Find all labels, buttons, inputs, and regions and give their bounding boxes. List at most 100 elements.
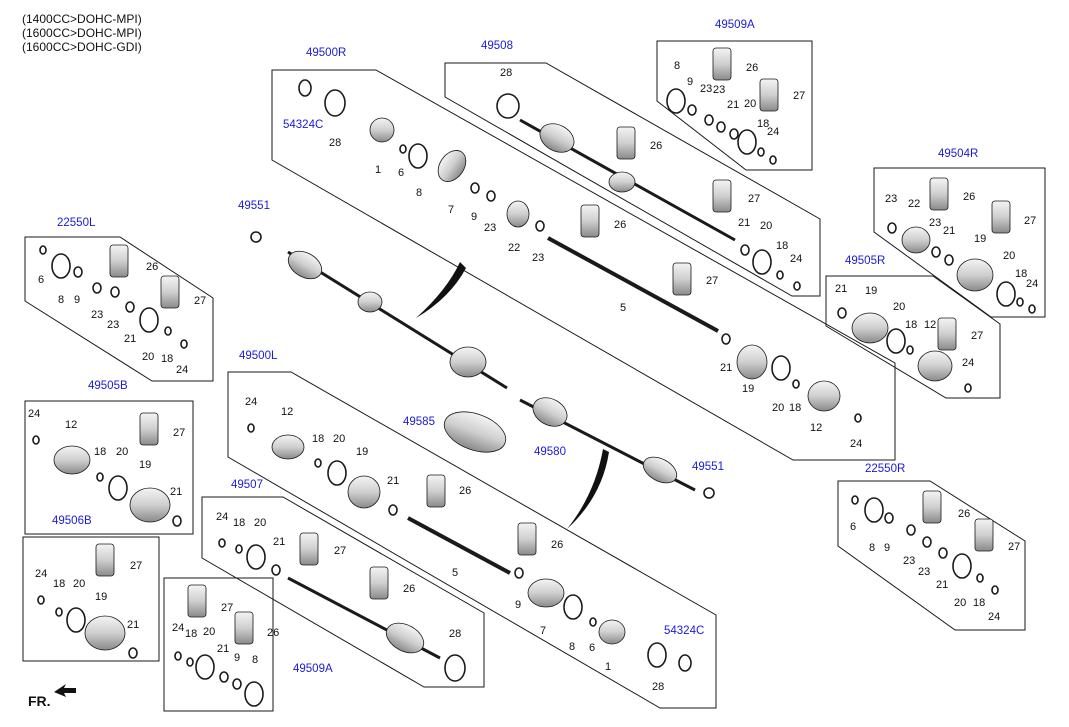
grease-tube [517,522,537,556]
part-number: 8 [569,641,575,653]
boot [287,250,323,280]
part-number: 22 [908,198,920,210]
boot [642,456,678,484]
code-49551-top[interactable]: 49551 [238,200,270,212]
frame-49505B [24,400,194,535]
boot [527,578,565,608]
part-number: 23 [713,84,725,96]
joint [271,434,305,460]
part-number: 23 [532,252,544,264]
part-number: 18 [185,628,197,640]
grease-tube [234,611,254,645]
part-number: 24 [962,357,974,369]
grease-tube [616,126,636,160]
grease-tube [937,317,957,351]
code-22550L[interactable]: 22550L [57,217,96,229]
part-number: 21 [727,99,739,111]
part-number: 28 [500,67,512,79]
grease-tube [109,244,129,278]
boot [736,344,768,380]
part-number: 18 [312,433,324,445]
boot [506,200,530,228]
part-number: 19 [95,591,107,603]
part-number: 18 [905,319,917,331]
code-49580[interactable]: 49580 [534,446,566,458]
part-number: 24 [850,438,862,450]
joint [598,619,626,645]
code-49585[interactable]: 49585 [403,416,435,428]
part-number: 21 [124,333,136,345]
grease-tube [759,78,779,112]
part-number: 26 [403,583,415,595]
part-number: 1 [605,661,611,673]
boot [437,150,467,182]
frame-49509A-top [656,40,813,171]
frame-49505R [825,275,1001,399]
grease-tube [139,412,159,446]
boot [539,123,575,153]
part-number: 24 [28,408,40,420]
part-number: 24 [216,511,228,523]
part-number: 19 [742,383,754,395]
part-number: 18 [53,578,65,590]
code-49509A-bot[interactable]: 49509A [293,663,333,675]
frame-49509A-bot [163,577,274,712]
part-number: 21 [387,475,399,487]
part-number: 20 [1003,250,1015,262]
frame-49506B [22,536,160,662]
code-49508[interactable]: 49508 [481,40,513,52]
engine-note-2: (1600CC>DOHC-MPI) [22,26,142,40]
joint [449,346,487,378]
code-49506B[interactable]: 49506B [52,515,92,527]
part-number: 6 [398,167,404,179]
part-number: 21 [943,225,955,237]
part-number: 27 [334,545,346,557]
part-number: 23 [885,193,897,205]
code-49500L[interactable]: 49500L [239,350,278,362]
grease-tube [299,532,319,566]
frame-49508 [444,62,821,297]
joint [369,117,395,143]
part-number: 27 [173,427,185,439]
code-22550R[interactable]: 22550R [865,463,905,475]
grease-tube [369,566,389,600]
part-number: 21 [127,619,139,631]
part-number: 27 [793,90,805,102]
part-number: 24 [1026,278,1038,290]
part-number: 9 [884,542,890,554]
code-49505R[interactable]: 49505R [845,255,885,267]
boot [901,226,931,254]
part-number: 12 [281,406,293,418]
joint [608,171,636,193]
part-number: 8 [869,542,875,554]
part-number: 18 [161,353,173,365]
boot [956,258,994,292]
code-49504R[interactable]: 49504R [938,148,978,160]
grease-tube [580,204,600,238]
part-number: 27 [971,330,983,342]
part-number: 18 [233,517,245,529]
part-number: 26 [614,219,626,231]
code-49507[interactable]: 49507 [231,479,263,491]
part-number: 9 [471,211,477,223]
part-number: 26 [958,508,970,520]
part-number: 18 [757,118,769,130]
code-54324C-top[interactable]: 54324C [283,119,323,131]
grease-tube [712,179,732,213]
part-number: 26 [963,191,975,203]
code-49509A-top[interactable]: 49509A [715,19,755,31]
part-number: 9 [74,294,80,306]
frame-22550L [24,236,214,382]
part-number: 5 [620,302,626,314]
part-number: 27 [748,193,760,205]
part-number: 26 [459,485,471,497]
code-49500R[interactable]: 49500R [306,47,346,59]
joint [807,380,841,412]
grease-tube [712,47,732,81]
code-54324C-bot[interactable]: 54324C [664,625,704,637]
code-49505B[interactable]: 49505B [88,380,128,392]
code-49551-bot[interactable]: 49551 [692,461,724,473]
part-number: 21 [936,579,948,591]
bend-arrow-upper [416,262,466,318]
part-number: 20 [73,578,85,590]
